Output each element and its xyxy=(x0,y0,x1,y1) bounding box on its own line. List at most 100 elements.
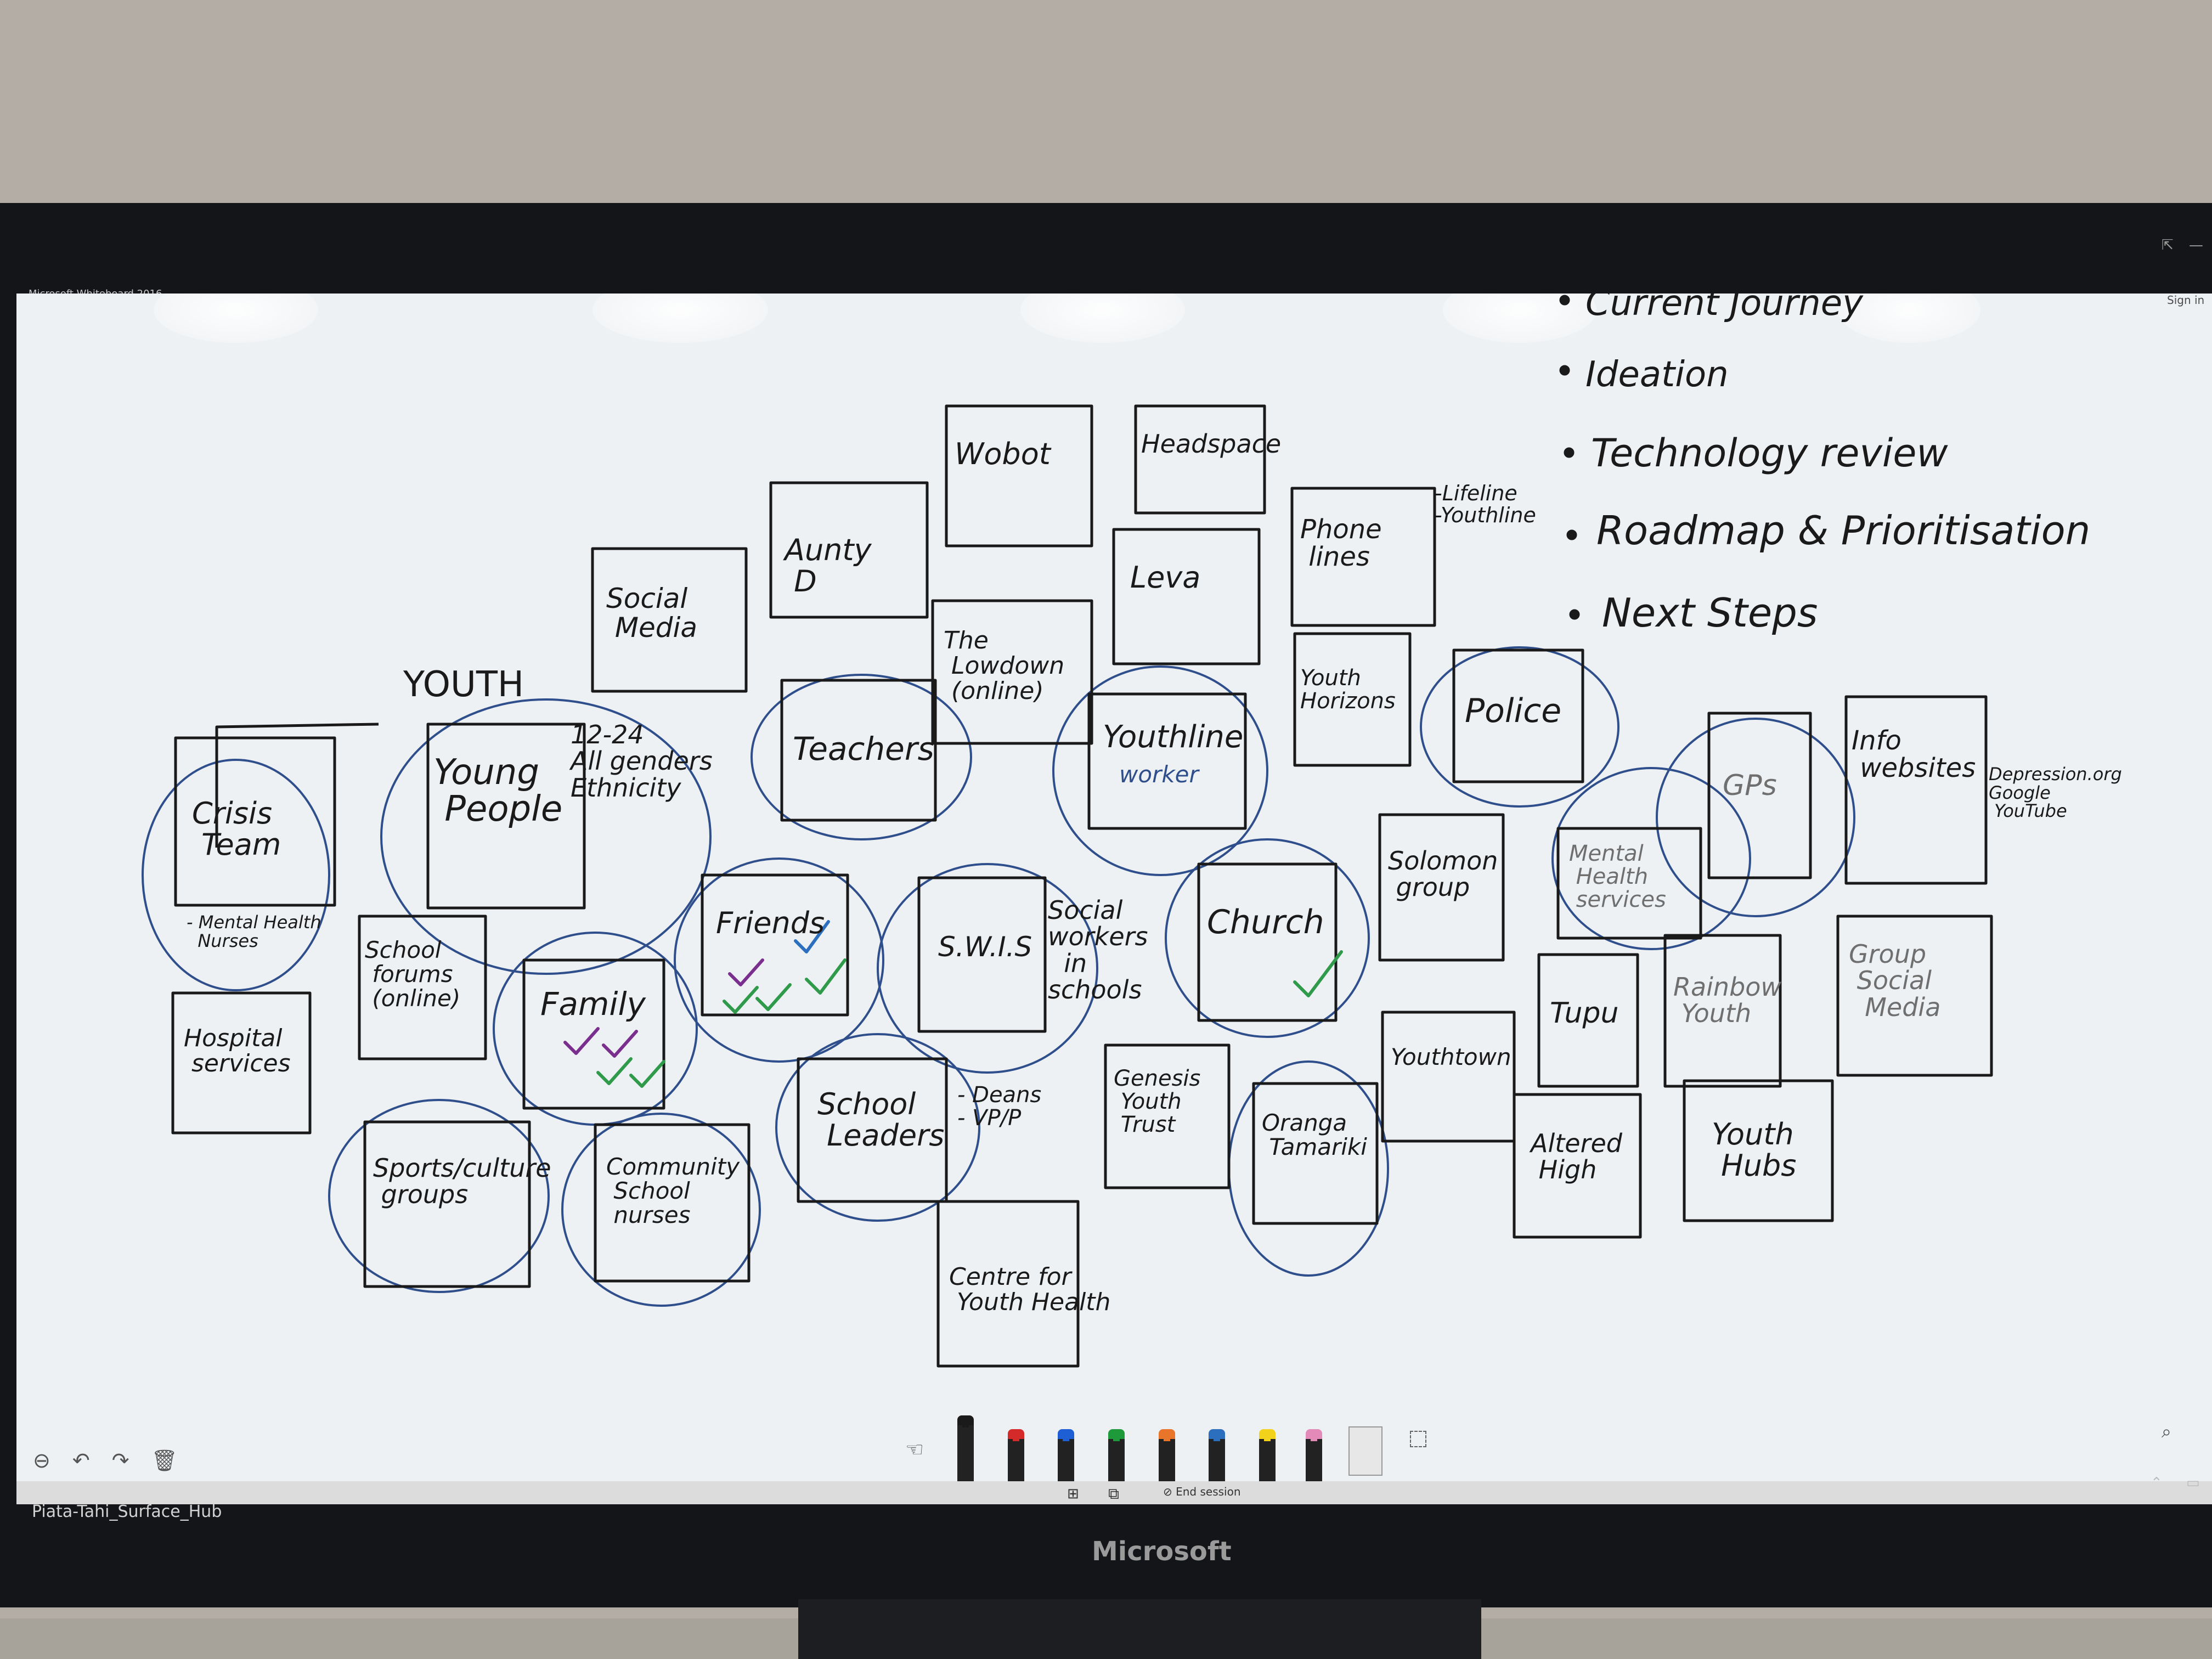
zoom-out-icon[interactable]: ⊖ xyxy=(33,1448,50,1472)
phone-lines-notes: -Lifeline -Youthline xyxy=(1435,481,1536,527)
undo-icon[interactable]: ↶ xyxy=(72,1448,90,1472)
check-mark xyxy=(728,958,764,986)
ink-drawing xyxy=(142,295,1993,1368)
circle-mental-health xyxy=(1551,767,1751,950)
minimize-window-icon[interactable]: — xyxy=(2189,237,2203,253)
card-young-people: Young People xyxy=(433,752,563,830)
microsoft-logo: Microsoft xyxy=(1092,1536,1232,1567)
card-youthline-worker: Youthline xyxy=(1103,719,1244,755)
circle-crisis-team xyxy=(142,759,330,991)
card-info-websites: Info websites xyxy=(1852,725,1976,784)
check-mark xyxy=(805,958,847,995)
card-leva: Leva xyxy=(1130,560,1201,595)
box-rainbow-youth xyxy=(1663,934,1782,1088)
card-aunty-d: Aunty D xyxy=(785,533,872,599)
box-church xyxy=(1197,862,1338,1022)
card-youth-hubs: Youth Hubs xyxy=(1712,1117,1797,1183)
bullet xyxy=(1559,365,1570,376)
card-group-social-media: Group Social Media xyxy=(1849,939,1941,1022)
box-teachers xyxy=(780,679,937,822)
box-young-people xyxy=(426,723,586,910)
card-friends: Friends xyxy=(716,906,825,940)
card-teachers: Teachers xyxy=(793,730,934,768)
end-session-button[interactable]: ⊘ End session xyxy=(1163,1485,1241,1498)
bullet xyxy=(1564,447,1575,458)
box-centre-youth-health xyxy=(936,1200,1080,1368)
left-toolbar: ⊖ ↶ ↷ 🗑 xyxy=(33,1448,178,1473)
check-mark xyxy=(794,920,830,953)
card-hospital-services: Hospital services xyxy=(184,1024,291,1078)
search-icon[interactable]: ⌕ xyxy=(2162,1421,2171,1442)
card-phone-lines: Phone lines xyxy=(1300,514,1382,573)
school-leaders-notes: - Deans - VP/P xyxy=(957,1082,1042,1131)
ruler-tool[interactable] xyxy=(1348,1426,1383,1476)
card-family: Family xyxy=(540,985,646,1023)
task-view-icon[interactable]: ⧉ xyxy=(1108,1485,1119,1503)
circle-sports xyxy=(328,1099,550,1293)
highlighter-yellow[interactable] xyxy=(1259,1429,1276,1483)
box-youthline-worker xyxy=(1087,692,1247,830)
box-hospital-services xyxy=(171,991,312,1135)
check-mark xyxy=(563,1027,600,1055)
circle-school-leaders xyxy=(775,1033,980,1222)
circle-youth xyxy=(380,698,712,975)
box-youth-horizons xyxy=(1293,632,1412,767)
check-mark xyxy=(755,983,792,1011)
box-sports-culture xyxy=(363,1120,531,1288)
box-family xyxy=(522,958,665,1110)
pen-rainbow[interactable] xyxy=(1159,1429,1175,1483)
pen-blue[interactable] xyxy=(1058,1429,1074,1483)
card-headspace: Headspace xyxy=(1141,429,1282,459)
agenda-technology-review: Technology review xyxy=(1591,431,1948,476)
tray-chevron-icon[interactable]: ⌃ xyxy=(2151,1475,2163,1491)
circle-swis xyxy=(877,863,1098,1074)
info-websites-notes: Depression.org Google YouTube xyxy=(1989,764,2122,822)
pen-green[interactable] xyxy=(1108,1429,1125,1483)
box-solomon-group xyxy=(1378,813,1505,962)
agenda-ideation: Ideation xyxy=(1585,354,1729,395)
circle-friends xyxy=(674,857,884,1063)
lasso-select-icon[interactable] xyxy=(1410,1431,1426,1447)
box-school-forums xyxy=(358,915,487,1060)
circle-community xyxy=(561,1113,761,1307)
start-icon[interactable]: ⊞ xyxy=(1067,1486,1079,1502)
taskbar xyxy=(16,1481,2212,1504)
redo-icon[interactable]: ↷ xyxy=(111,1448,129,1472)
touch-mode-icon[interactable]: ☜ xyxy=(905,1437,924,1462)
pen-dark-blue[interactable] xyxy=(1209,1429,1225,1483)
check-mark xyxy=(602,1030,638,1058)
box-social-media xyxy=(591,547,748,693)
box-aunty xyxy=(769,481,929,619)
card-youthtown: Youthtown xyxy=(1391,1043,1511,1070)
box-phone-lines xyxy=(1290,487,1436,627)
card-altered-high: Altered High xyxy=(1531,1128,1622,1185)
crisis-team-notes: - Mental Health Nurses xyxy=(187,912,321,951)
agenda-next-steps: Next Steps xyxy=(1602,590,1818,636)
pen-black[interactable] xyxy=(957,1415,974,1483)
card-lowdown: The Lowdown (online) xyxy=(944,627,1065,706)
card-oranga-tamariki: Oranga Tamariki xyxy=(1262,1109,1367,1161)
card-youth-horizons: Youth Horizons xyxy=(1300,665,1396,714)
trash-icon[interactable]: 🗑 xyxy=(151,1448,178,1472)
card-tupu: Tupu xyxy=(1550,997,1619,1030)
sign-in-link[interactable]: Sign in xyxy=(2167,294,2205,307)
box-oranga xyxy=(1252,1082,1379,1225)
check-mark xyxy=(1293,950,1343,997)
box-genesis xyxy=(1104,1043,1231,1189)
box-group-social-media xyxy=(1836,915,1993,1077)
card-wobot: Wobot xyxy=(955,437,1051,471)
card-solomon-group: Solomon group xyxy=(1388,846,1498,902)
whiteboard-canvas[interactable]: Current Journey Ideation Technology revi… xyxy=(16,294,2212,1481)
tray-notification-icon[interactable]: ▭ xyxy=(2186,1475,2200,1491)
circle-church xyxy=(1165,838,1370,1038)
box-headspace xyxy=(1134,404,1266,515)
box-altered-high xyxy=(1513,1093,1642,1239)
card-mental-health-services: Mental Health services xyxy=(1569,841,1666,912)
highlighter-pink[interactable] xyxy=(1306,1429,1322,1483)
box-friends xyxy=(701,873,849,1017)
youthline-worker-subtitle: worker xyxy=(1119,761,1199,788)
pen-red[interactable] xyxy=(1008,1429,1024,1483)
box-youthtown xyxy=(1381,1011,1516,1143)
box-info-websites xyxy=(1844,695,1988,885)
restore-window-icon[interactable]: ⇱ xyxy=(2162,237,2174,253)
